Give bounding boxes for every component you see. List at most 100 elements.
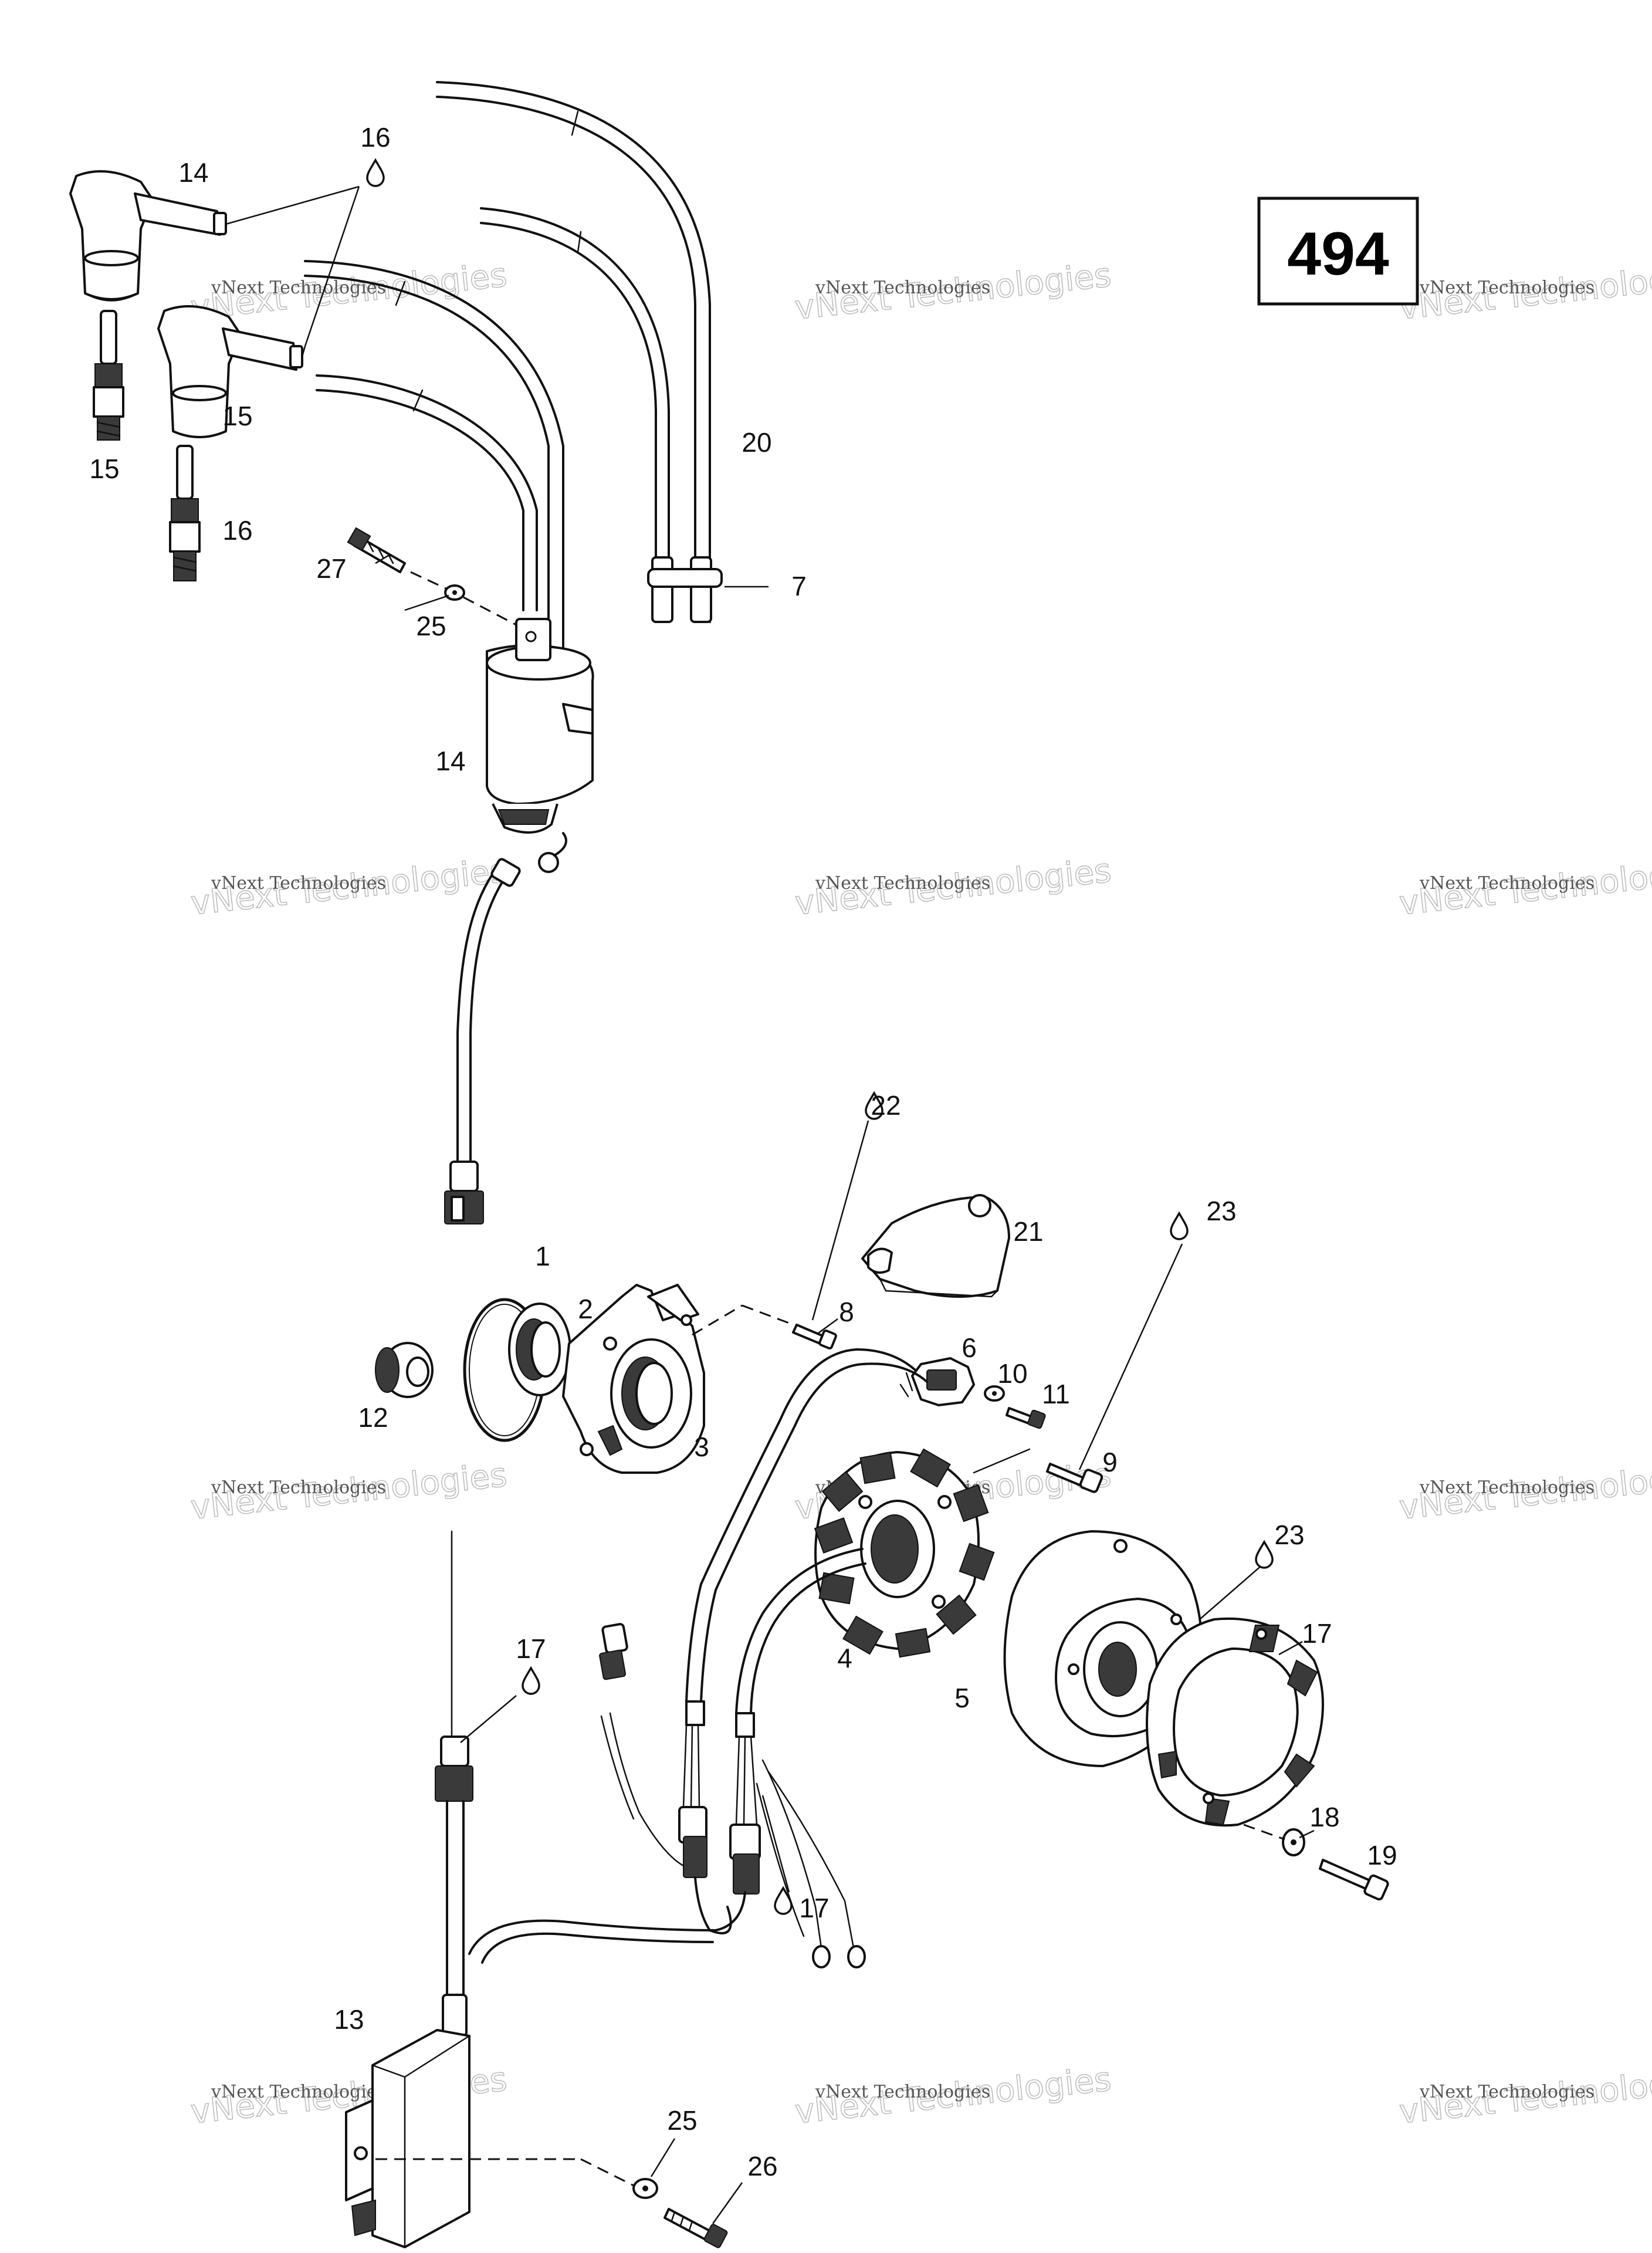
spark-plug-cap <box>157 305 303 438</box>
callout-16: 16 <box>222 515 252 546</box>
svg-text:vNext Technologies: vNext Technologies <box>211 873 386 894</box>
stator-housing <box>562 1284 705 1474</box>
svg-text:vNext Technologies: vNext Technologies <box>1419 278 1595 298</box>
cdi-wire <box>435 1530 473 2037</box>
spark-plug <box>93 310 124 441</box>
svg-text:vNext Technologies: vNext Technologies <box>1419 2082 1595 2102</box>
svg-text:vNext Technologies: vNext Technologies <box>1419 1477 1595 1498</box>
callout-24: 23 <box>1274 1520 1304 1550</box>
grommet <box>375 1342 434 1398</box>
cable-clip <box>647 568 769 588</box>
callout-25: 25 <box>416 611 446 641</box>
callout-4: 4 <box>837 1643 852 1673</box>
callout-leader <box>1278 1640 1303 1656</box>
assembly-line <box>580 2158 634 2187</box>
callout-3: 3 <box>694 1432 709 1462</box>
watermarks: vNext Technologies vNext Technologies vN… <box>188 256 1652 2132</box>
watermark: vNext Technologies vNext Technologies <box>1397 256 1652 328</box>
callout-26: 26 <box>747 2151 777 2181</box>
thread-locker-drop-icon <box>1255 1541 1274 1569</box>
callout-20: 19 <box>1367 1840 1397 1870</box>
assembly-line <box>410 571 446 590</box>
watermark: vNext Technologies vNext Technologies <box>793 2060 1113 2132</box>
high-tension-cables <box>436 81 712 623</box>
callout-leader <box>1299 1829 1315 1839</box>
callout-leader <box>650 2138 676 2177</box>
washer <box>632 2178 658 2199</box>
oil-seal <box>508 1303 571 1396</box>
callout-15: 14 <box>178 157 208 188</box>
watermark: vNext Technologies vNext Technologies <box>1397 1456 1652 1528</box>
svg-text:vNext Technologies: vNext Technologies <box>815 278 990 298</box>
callout-25: 25 <box>667 2105 697 2136</box>
callout-27: 27 <box>316 553 346 584</box>
callout-leader <box>712 2182 743 2224</box>
callout-7: 7 <box>791 571 807 601</box>
cdi-module <box>345 2029 470 2248</box>
trigger-coil <box>899 1357 975 1406</box>
grease-drop-icon <box>522 1667 540 1695</box>
svg-text:vNext Technologies: vNext Technologies <box>815 873 990 894</box>
washer <box>984 1385 1005 1402</box>
assembly-line <box>742 1304 790 1324</box>
callout-19: 18 <box>1309 1802 1339 1832</box>
watermark: vNext Technologies vNext Technologies <box>1397 2060 1652 2132</box>
callout-18: 17 <box>1302 1618 1332 1649</box>
page-number: 494 <box>1287 220 1389 288</box>
callout-21: 20 <box>742 427 771 458</box>
ring-gear <box>1146 1617 1324 1827</box>
callout-22: 21 <box>1013 1216 1043 1247</box>
spark-plug-cap <box>69 170 227 302</box>
callout-leader <box>375 553 391 564</box>
screw <box>1006 1407 1046 1429</box>
thread-locker-drop-icon <box>1170 1212 1189 1240</box>
svg-text:vNext Technologies: vNext Technologies <box>211 1477 386 1498</box>
washer <box>444 584 465 601</box>
screw <box>792 1324 837 1349</box>
callout-9: 9 <box>1102 1447 1118 1477</box>
callout-2: 2 <box>578 1294 593 1324</box>
callout-leader <box>818 1318 838 1334</box>
callout-leaders-top <box>225 185 360 357</box>
coil-primary-wire <box>444 858 521 1224</box>
callout-14: 14 <box>435 746 465 776</box>
screw <box>1046 1463 1103 1493</box>
callout-23: 23 <box>1206 1196 1236 1226</box>
callout-leader <box>460 1695 517 1743</box>
callout-labels: 16 14 15 15 16 27 25 14 20 7 22 23 21 1 … <box>89 122 1397 2181</box>
watermark: vNext Technologies vNext Technologies <box>188 851 509 923</box>
callout-23: 22 <box>871 1090 901 1121</box>
svg-text:vNext Technologies: vNext Technologies <box>815 2082 990 2102</box>
callout-12: 12 <box>358 1402 388 1433</box>
callout-leader <box>404 594 449 611</box>
callout-17: 17 <box>516 1633 546 1664</box>
callout-16: 15 <box>89 454 119 484</box>
coil-cables <box>304 260 564 670</box>
screw <box>663 2208 728 2248</box>
callout-17: 17 <box>799 1893 829 1923</box>
callout-5: 5 <box>954 1683 970 1713</box>
assembly-line <box>463 596 517 626</box>
grease-drop-icon <box>366 159 385 187</box>
watermark: vNext Technologies vNext Technologies <box>188 1456 509 1528</box>
callout-6: 6 <box>962 1332 977 1363</box>
callout-17: 16 <box>360 122 390 153</box>
callout-leader <box>1078 1243 1183 1470</box>
spark-plug <box>169 445 201 581</box>
cover <box>861 1194 1010 1298</box>
screw <box>347 527 406 573</box>
stator-poles <box>814 1448 995 1658</box>
callout-1: 1 <box>535 1241 550 1271</box>
svg-text:vNext Technologies: vNext Technologies <box>211 2082 386 2102</box>
stator-harness <box>468 1348 928 1968</box>
assembly-line <box>692 1304 743 1336</box>
watermark: vNext Technologies vNext Technologies <box>1397 851 1652 923</box>
connector <box>599 1623 628 1680</box>
assembly-line <box>973 1448 1031 1474</box>
washer <box>1282 1828 1305 1856</box>
assembly-line <box>1243 1824 1285 1841</box>
callout-leader <box>761 1795 790 1893</box>
svg-text:vNext Technologies: vNext Technologies <box>1419 873 1595 894</box>
page-number-box: 494 <box>1257 197 1419 306</box>
armature-plate <box>814 1448 995 1658</box>
